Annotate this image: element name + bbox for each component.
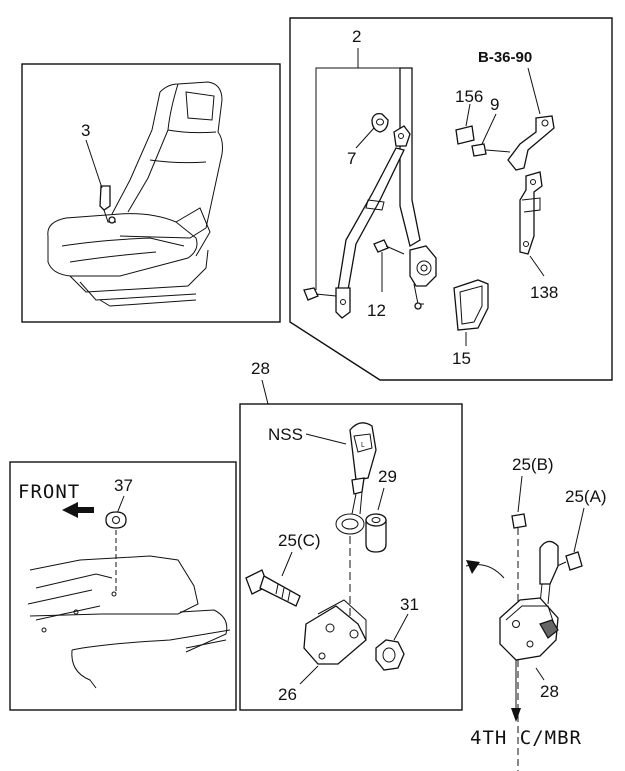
nut-31 bbox=[375, 639, 405, 671]
bolt-12 bbox=[373, 239, 389, 253]
leader-28-top bbox=[261, 379, 269, 405]
leader-31 bbox=[393, 613, 409, 641]
label-part-28-detail: 28 bbox=[540, 682, 559, 701]
label-part-25a: 25(A) bbox=[565, 487, 607, 506]
buckle-panel: 28 NSS L 29 25(C) bbox=[239, 359, 463, 711]
bolt-25b bbox=[511, 513, 527, 529]
leader-28-detail bbox=[535, 667, 545, 681]
label-part-2: 2 bbox=[352, 27, 361, 46]
seat-panel-frame bbox=[21, 63, 281, 323]
clip-37 bbox=[105, 511, 127, 529]
label-part-28-top: 28 bbox=[251, 359, 270, 378]
lower-anchor-plate bbox=[335, 287, 351, 319]
bolt-25a bbox=[565, 551, 583, 571]
leader-nss bbox=[305, 433, 347, 445]
label-part-25c: 25(C) bbox=[278, 531, 321, 550]
leader-7 bbox=[355, 127, 375, 149]
upper-bracket bbox=[507, 115, 555, 171]
buckle-nss: L bbox=[335, 422, 377, 535]
label-front: FRONT bbox=[18, 481, 80, 503]
leader-9 bbox=[481, 113, 497, 145]
seat-illustration bbox=[47, 81, 223, 307]
label-part-26: 26 bbox=[278, 685, 297, 704]
label-part-25b: 25(B) bbox=[512, 455, 554, 474]
label-part-31: 31 bbox=[400, 595, 419, 614]
label-part-7: 7 bbox=[347, 149, 356, 168]
label-nss: NSS bbox=[268, 425, 303, 444]
leader-138 bbox=[529, 255, 545, 277]
floor-panel-frame bbox=[9, 461, 237, 711]
label-part-3: 3 bbox=[81, 121, 90, 140]
label-part-12: 12 bbox=[367, 301, 386, 320]
leader-ref bbox=[527, 67, 541, 115]
svg-text:L: L bbox=[361, 442, 365, 449]
belt-panel-frame bbox=[289, 17, 613, 381]
leader-25b bbox=[517, 475, 523, 513]
label-part-9: 9 bbox=[490, 95, 499, 114]
label-part-37: 37 bbox=[114, 476, 133, 495]
clip-156 bbox=[455, 125, 475, 145]
assembled-detail: 25(B) 25(A) 28 4TH C/MBR bbox=[465, 455, 607, 771]
seat-panel: 3 bbox=[21, 63, 281, 323]
leader-25a bbox=[573, 507, 585, 553]
cover-15 bbox=[453, 279, 489, 331]
label-part-29: 29 bbox=[378, 467, 397, 486]
leader-26 bbox=[299, 665, 319, 685]
shoulder-anchor bbox=[393, 125, 411, 147]
label-part-138: 138 bbox=[530, 283, 558, 302]
bracket-26 bbox=[303, 599, 367, 665]
label-4th-member: 4TH C/MBR bbox=[470, 727, 582, 749]
leader-29 bbox=[377, 487, 385, 511]
buckle-panel-frame bbox=[239, 403, 463, 711]
belt-webbing-upper bbox=[399, 67, 421, 248]
bolt-25c bbox=[245, 569, 301, 607]
label-ref-page: B-36-90 bbox=[478, 49, 532, 66]
floor-panel: FRONT 37 bbox=[9, 461, 237, 711]
leader-2 bbox=[315, 48, 359, 290]
bracket-138 bbox=[519, 171, 543, 255]
nut-7 bbox=[371, 112, 389, 133]
bolt-9 bbox=[471, 143, 487, 157]
floor-illustration bbox=[27, 555, 231, 689]
belt-panel: 2 7 12 B-36-90 bbox=[289, 17, 613, 381]
seat-buckle bbox=[99, 185, 111, 211]
leader-25c bbox=[281, 551, 293, 577]
assembled-bracket bbox=[499, 597, 559, 661]
label-part-15: 15 bbox=[452, 349, 471, 368]
label-part-156: 156 bbox=[455, 87, 483, 106]
spacer-29 bbox=[365, 513, 387, 553]
belt-webbing-diagonal bbox=[337, 147, 405, 291]
retractor bbox=[409, 245, 437, 287]
front-arrow-icon bbox=[62, 502, 94, 518]
leader-156 bbox=[465, 103, 471, 127]
leader-3 bbox=[85, 139, 103, 189]
